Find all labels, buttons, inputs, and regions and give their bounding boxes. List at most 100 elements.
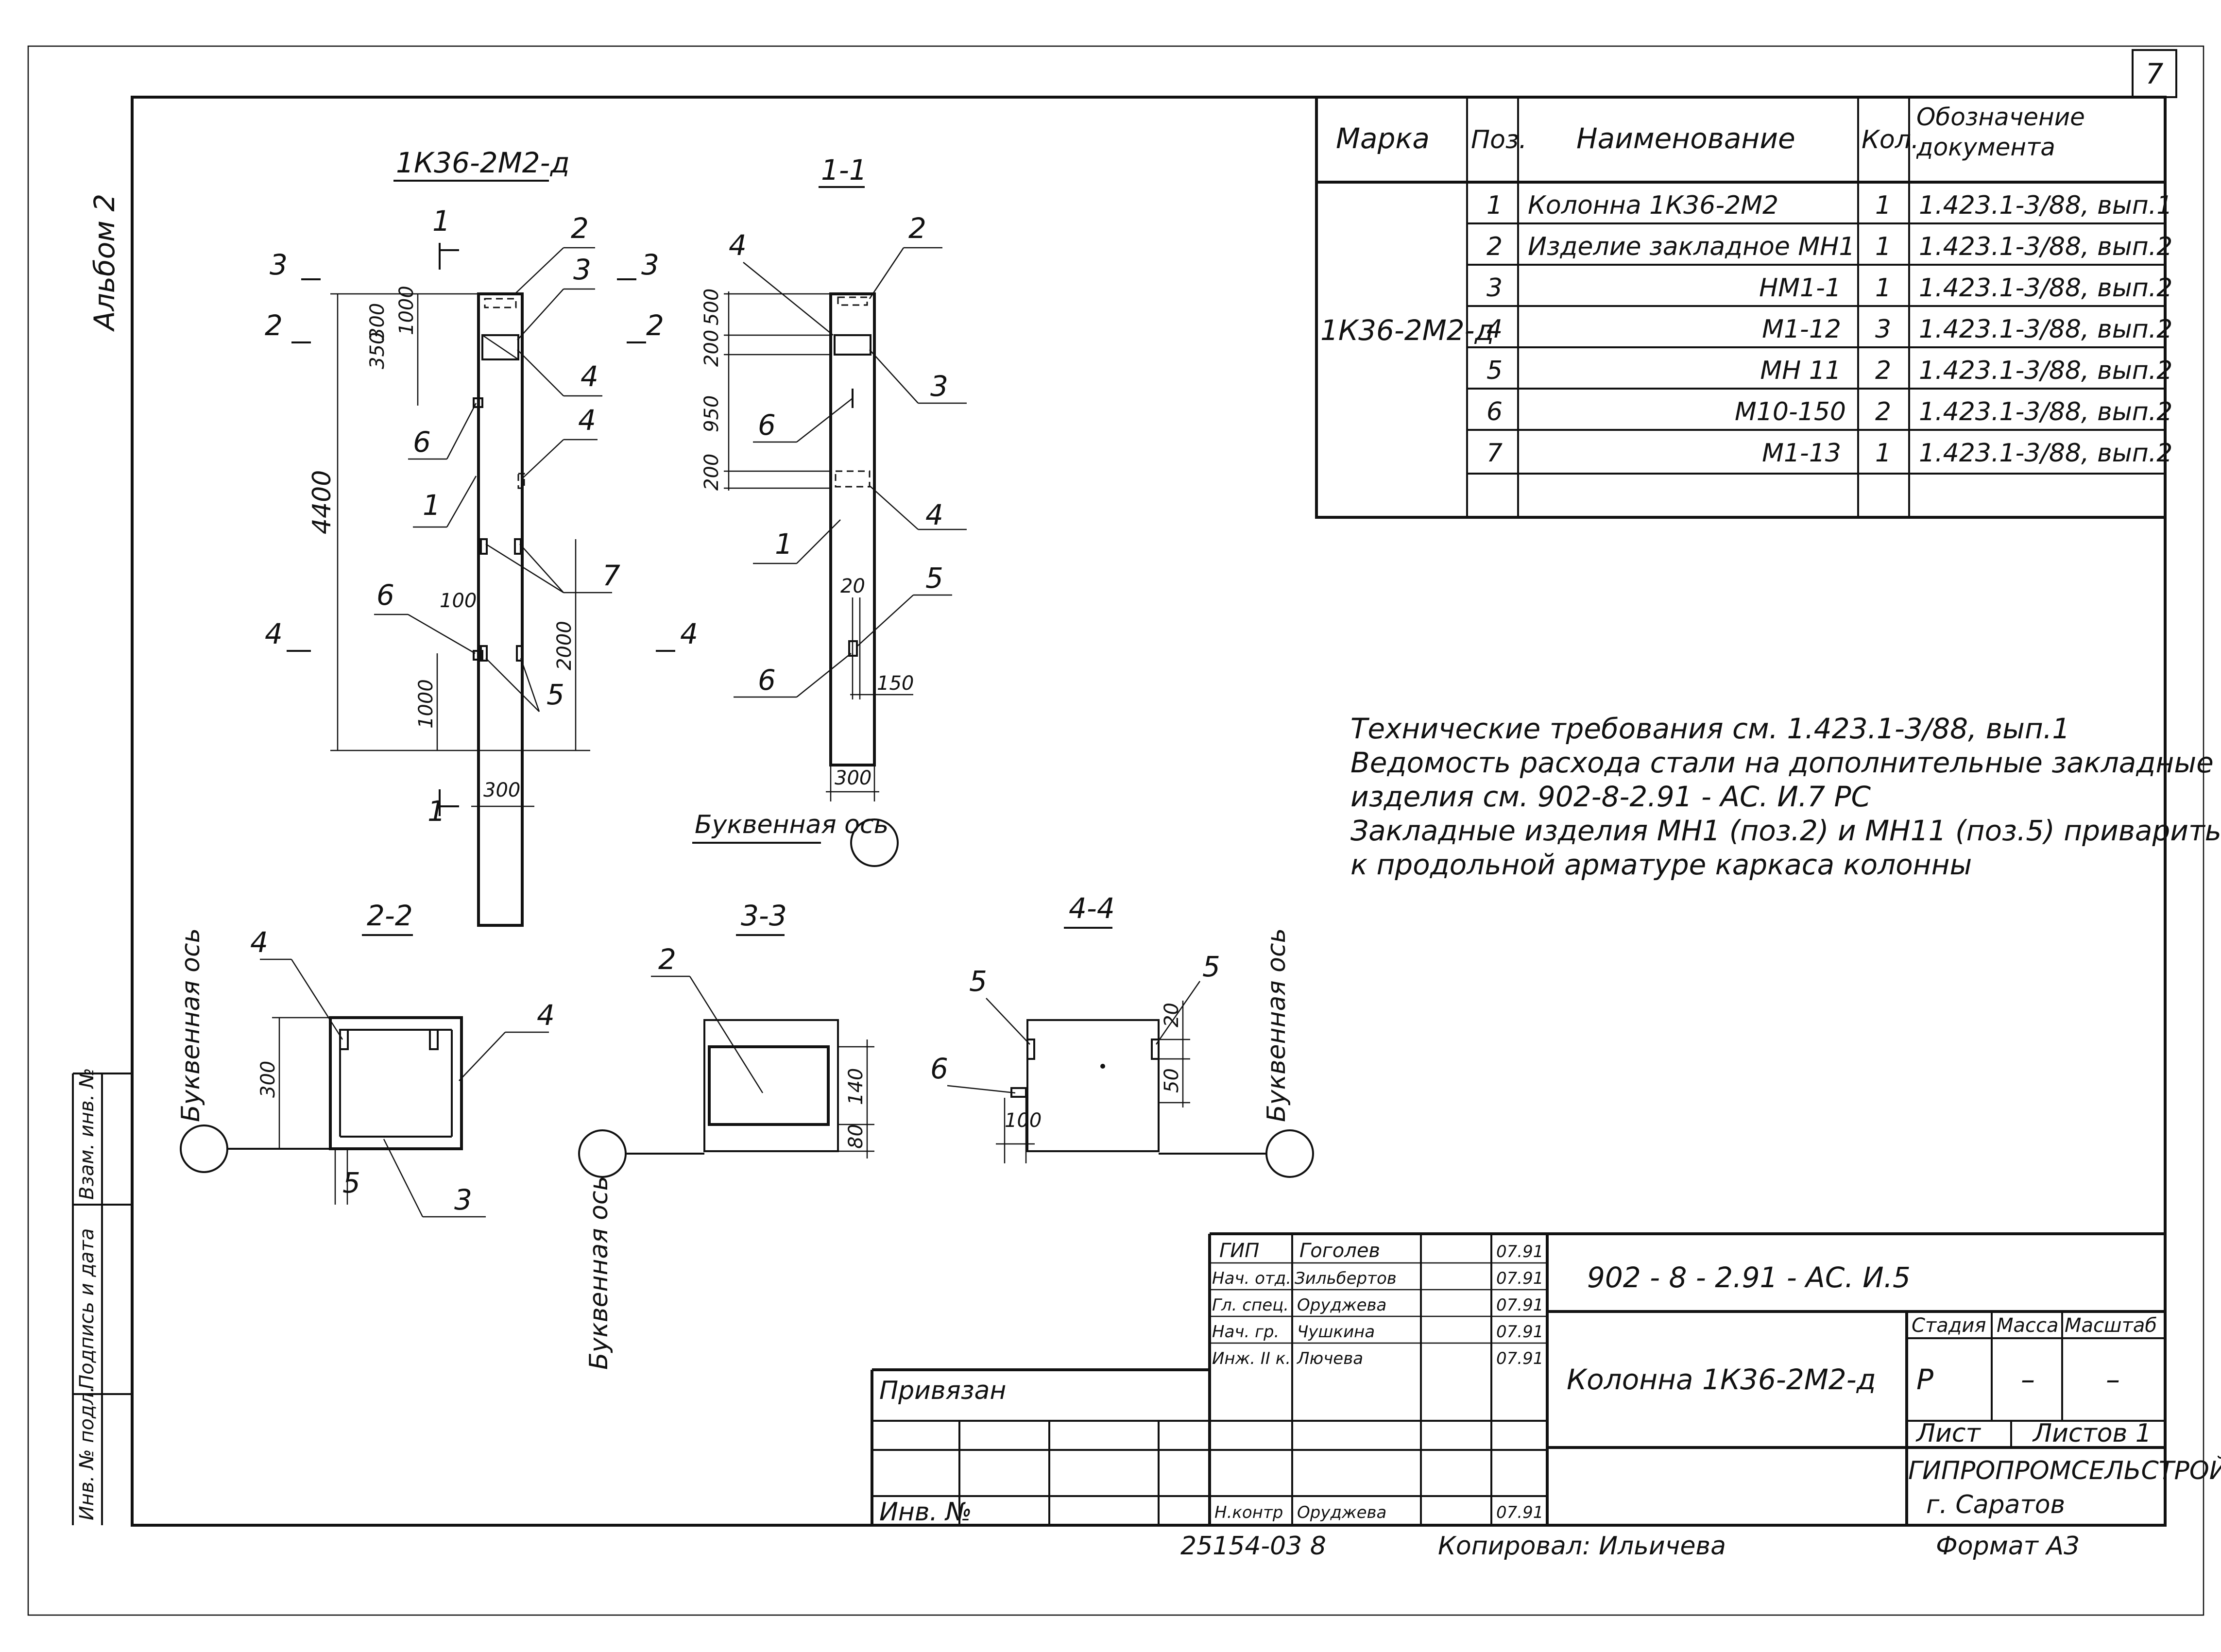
footer-copied: Копировал: Ильичева — [1438, 1532, 1726, 1561]
cut-2-left: 2 — [265, 309, 283, 342]
header-scale: Масштаб — [2065, 1314, 2157, 1337]
spec-table: Марка Поз. Наименование Кол. Обозначение… — [1315, 96, 2172, 519]
footer-format: Формат А3 — [1936, 1532, 2080, 1561]
section-2-2: 2-2 300 4 4 5 3 Буквенная ось — [176, 899, 555, 1218]
s44-dim-50: 50 — [1161, 1068, 1183, 1093]
note-line-4: Закладные изделия МН1 (поз.2) и МН11 (по… — [1350, 814, 2221, 847]
s33-part-2 — [708, 1045, 830, 1126]
spec-header-name: Наименование — [1576, 122, 1795, 155]
section-4-4-title: 4-4 — [1069, 892, 1115, 925]
s11-dim-200: 200 — [700, 330, 723, 367]
signer-date-5: 07.91 — [1496, 1349, 1543, 1368]
callout-6-bottom: 6 — [376, 579, 394, 612]
side-cell-signature: Подпись и дата — [76, 1228, 98, 1389]
section-1-1-title: 1-1 — [821, 153, 867, 187]
s11-dim-500: 500 — [700, 289, 723, 325]
sheet-number-box: 7 — [2132, 49, 2177, 98]
callout-5: 5 — [547, 678, 564, 711]
s22-outline — [329, 1016, 463, 1150]
elevation-title: 1К36-2М2-д — [396, 146, 570, 179]
nkontr-date: 07.91 — [1496, 1503, 1543, 1522]
doc-name: Колонна 1К36-2М2-д — [1567, 1363, 1876, 1396]
s44-axis-bubble — [1265, 1129, 1314, 1178]
s33-outline — [703, 1019, 839, 1152]
signer-date-3: 07.91 — [1496, 1295, 1543, 1315]
signer-role-4: Нач. гр. — [1212, 1322, 1279, 1342]
section-2-2-title: 2-2 — [367, 899, 413, 932]
cut-4-left: 4 — [265, 617, 283, 650]
dim-overall-height: 4400 — [308, 470, 337, 534]
value-scale: – — [2106, 1363, 2120, 1396]
s33-axis-bubble — [578, 1129, 627, 1178]
spec-header-mark: Марка — [1336, 122, 1430, 155]
album-label: Альбом 2 — [88, 194, 121, 332]
s22-callout-4b: 4 — [537, 999, 555, 1032]
header-stage: Стадия — [1912, 1314, 1986, 1337]
s11-axis-label: Буквенная ось — [695, 810, 888, 839]
signer-role-3: Гл. спец. — [1212, 1295, 1289, 1315]
spec-row-1: 1 Колонна 1К36-2М2 1 1.423.1-3/88, вып.1 — [1486, 191, 2172, 220]
spec-row-6: 6 М10-150 2 1.423.1-3/88, вып.2 — [1486, 397, 2172, 426]
callout-4-top: 4 — [581, 360, 598, 393]
org-name: ГИПРОПРОМСЕЛЬСТРОЙ — [1908, 1456, 2221, 1485]
section-4-4: 4-4 20 50 100 5 5 6 Буквенная ось — [930, 892, 1314, 1178]
spec-qty: 1 — [1875, 232, 1891, 261]
spec-header-doc: Обозначение документа — [1916, 103, 2085, 161]
signer-name-4: Чушкина — [1297, 1322, 1375, 1342]
spec-qty: 2 — [1875, 397, 1891, 426]
spec-pos: 1 — [1486, 191, 1503, 220]
s11-part-2 — [837, 296, 868, 306]
value-stage: Р — [1916, 1363, 1933, 1396]
signer-name-3: Оруджева — [1297, 1295, 1386, 1315]
s44-axis-label: Буквенная ось — [1262, 928, 1291, 1122]
embedded-part-5a — [480, 645, 488, 662]
spec-doc: 1.423.1-3/88, вып.2 — [1919, 439, 2172, 468]
s11-dim-200b: 200 — [700, 454, 723, 491]
spec-qty: 1 — [1875, 273, 1891, 303]
spec-header-qty: Кол. — [1862, 125, 1919, 154]
spec-row-7: 7 М1-13 1 1.423.1-3/88, вып.2 — [1486, 439, 2172, 468]
s11-callout-4b: 4 — [925, 498, 943, 531]
dim-top-1000: 1000 — [395, 286, 418, 335]
spec-row-3: 3 НМ1-1 1 1.423.1-3/88, вып.2 — [1486, 273, 2172, 303]
section-3-3: 3-3 140 80 2 Буквенная ось — [578, 899, 874, 1370]
s11-dim-950: 950 — [700, 395, 723, 432]
cut-1-bottom: 1 — [427, 795, 445, 828]
callout-4-mid: 4 — [578, 404, 596, 437]
s11-part-4 — [835, 470, 871, 488]
s22-dim-300: 300 — [257, 1061, 279, 1098]
s11-callout-4: 4 — [729, 229, 747, 262]
s11-callout-6b: 6 — [758, 664, 776, 697]
signer-date-4: 07.91 — [1496, 1322, 1543, 1342]
dim-top-300: 300 — [366, 303, 389, 340]
spec-row-4: 4 М1-12 3 1.423.1-3/88, вып.2 — [1486, 315, 2172, 344]
s44-callout-5b: 5 — [1202, 950, 1220, 983]
signer-date-1: 07.91 — [1496, 1242, 1543, 1261]
dim-top-350: 350 — [366, 332, 389, 369]
callout-7: 7 — [602, 559, 620, 592]
spec-name: Колонна 1К36-2М2 — [1528, 191, 1778, 220]
cut-3-right: 3 — [641, 248, 659, 281]
embedded-part-6-bottom — [473, 650, 483, 661]
spec-row-5: 5 МН 11 2 1.423.1-3/88, вып.2 — [1486, 356, 2172, 385]
dim-2000: 2000 — [553, 621, 576, 670]
s11-dim-300: 300 — [835, 767, 871, 789]
spec-doc: 1.423.1-3/88, вып.2 — [1919, 315, 2172, 344]
spec-qty: 1 — [1875, 191, 1891, 220]
embedded-part-3 — [481, 334, 519, 360]
spec-doc: 1.423.1-3/88, вып.1 — [1919, 191, 2172, 220]
technical-notes: Технические требования см. 1.423.1-3/88,… — [1350, 712, 2221, 881]
side-strip: Альбом 2 Взам. инв. № Подпись и дата Инв… — [72, 194, 132, 1525]
s11-callout-5: 5 — [925, 562, 943, 595]
signer-name-5: Лючева — [1296, 1349, 1363, 1368]
embedded-part-7b — [514, 538, 522, 555]
spec-pos: 6 — [1486, 397, 1503, 426]
org-city: г. Саратов — [1926, 1490, 2065, 1519]
signer-role-5: Инж. II к. — [1212, 1349, 1291, 1368]
spec-pos: 2 — [1486, 232, 1503, 261]
spec-pos: 7 — [1486, 439, 1503, 468]
cut-2-right: 2 — [646, 309, 664, 342]
title-block: ГИП Гоголев 07.91 Нач. отд. Зильбертов 0… — [871, 1232, 2221, 1527]
spec-name: М1-13 — [1762, 439, 1841, 468]
header-sheet: Лист — [1915, 1419, 1981, 1448]
